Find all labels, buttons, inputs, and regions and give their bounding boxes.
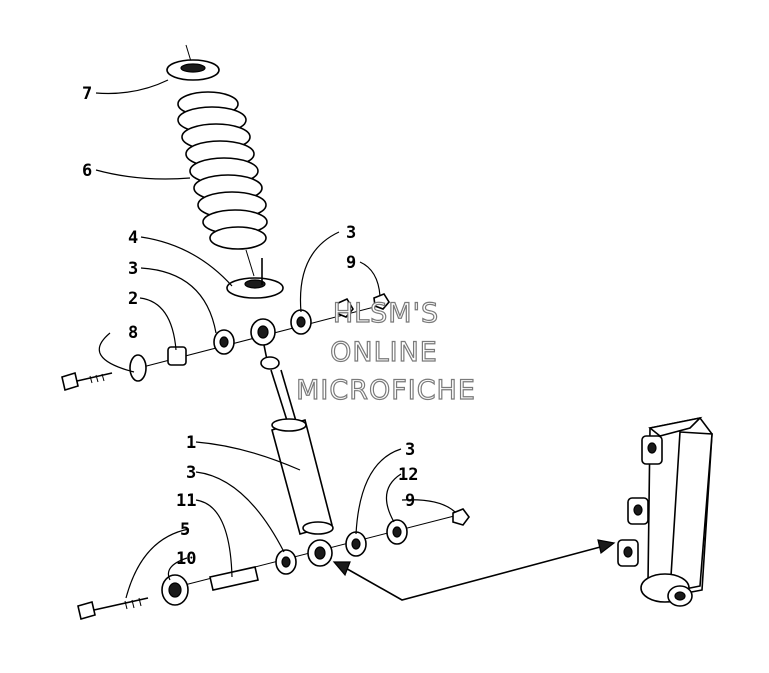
part-lower-washer [386, 519, 408, 545]
callout-3: 3 [405, 440, 415, 460]
callout-4: 4 [128, 228, 138, 248]
callout-11: 11 [176, 491, 196, 511]
part-upper-eyelet [250, 318, 276, 361]
callout-2: 2 [128, 289, 138, 309]
callout-3: 3 [128, 259, 138, 279]
callout-1: 1 [186, 433, 196, 453]
callout-labels: 7 6 4 3 2 8 3 9 1 3 11 5 10 3 12 9 [82, 84, 418, 569]
watermark-line-2: ONLINE [330, 337, 438, 368]
part-upper-bushing-left [213, 329, 235, 355]
part-spring-retainer-top [166, 44, 220, 81]
callout-12: 12 [398, 465, 418, 485]
part-shock-absorber [260, 258, 334, 535]
part-lower-bushing-left [275, 549, 297, 575]
location-arrow [332, 539, 616, 601]
callout-3: 3 [186, 463, 196, 483]
part-coil-spring [177, 91, 268, 250]
callout-9: 9 [346, 253, 356, 273]
part-lower-nut [452, 508, 470, 526]
callout-5: 5 [180, 520, 190, 540]
part-lower-bushing-right [345, 531, 367, 557]
part-frame-bracket [617, 416, 713, 607]
part-lower-spacer [161, 574, 189, 606]
part-spring-seat-lower [226, 249, 284, 299]
callout-6: 6 [82, 161, 92, 181]
part-lower-sleeve [209, 566, 259, 591]
callout-7: 7 [82, 84, 92, 104]
callout-9: 9 [405, 491, 415, 511]
callout-10: 10 [176, 549, 196, 569]
callout-3: 3 [346, 223, 356, 243]
part-upper-bushing-right [290, 309, 312, 335]
leader-lines [95, 79, 456, 599]
watermark: HLSM'S ONLINE MICROFICHE [295, 297, 476, 406]
part-lower-eyelet [307, 539, 333, 567]
part-upper-bolt [61, 371, 113, 392]
watermark-line-1: HLSM'S [333, 298, 439, 329]
callout-8: 8 [128, 323, 138, 343]
part-lower-bolt [77, 597, 149, 621]
watermark-line-3: MICROFICHE [296, 375, 476, 406]
part-upper-nut [335, 293, 390, 318]
part-upper-washer [129, 354, 147, 382]
part-upper-sleeve [167, 346, 187, 366]
